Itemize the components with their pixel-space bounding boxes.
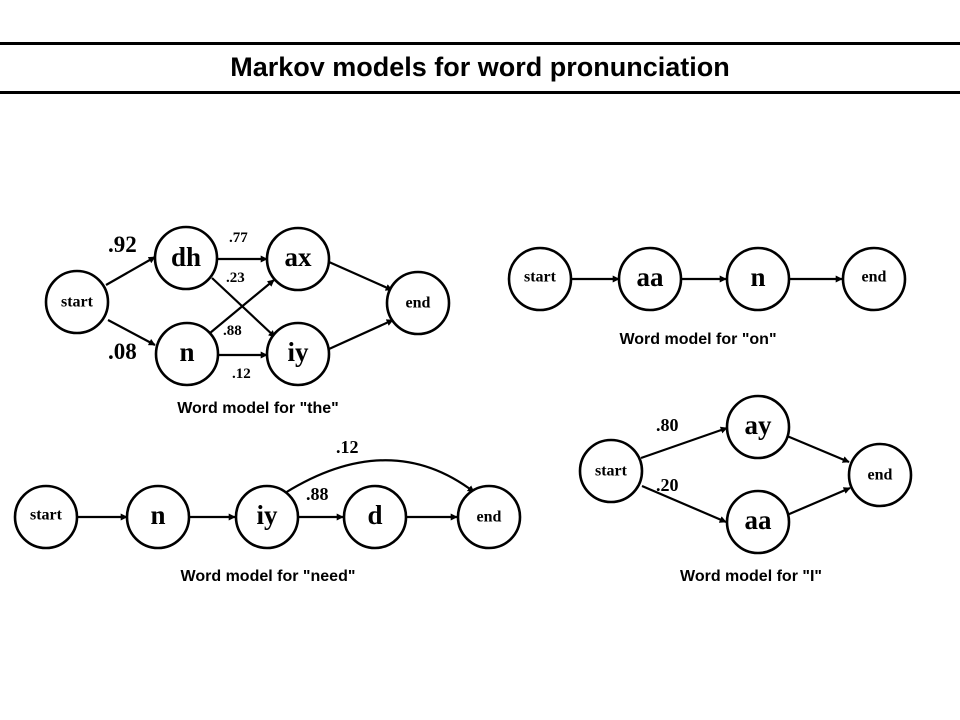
node-I-end: end <box>847 442 913 508</box>
node-label: end <box>406 295 431 312</box>
prob-the-start-dh: .92 <box>108 232 137 257</box>
node-label: d <box>367 500 382 530</box>
prob-the-start-n: .08 <box>108 339 137 364</box>
node-on-end: end <box>841 246 907 312</box>
node-need-d: d <box>342 484 408 550</box>
node-on-aa: aa <box>617 246 683 312</box>
node-label: end <box>862 269 887 286</box>
prob-the-dh-iy: .23 <box>226 270 245 286</box>
prob-need-iy-d: .88 <box>306 484 329 504</box>
node-need-start: start <box>13 484 79 550</box>
node-the-ax: ax <box>265 226 331 292</box>
node-the-end: end <box>385 270 451 336</box>
node-the-iy: iy <box>265 321 331 387</box>
node-label: start <box>524 269 557 286</box>
edge-the-iy-end <box>328 318 394 351</box>
node-label: n <box>179 337 194 367</box>
node-label: start <box>61 294 94 311</box>
node-label: aa <box>745 505 773 535</box>
prob-the-n-ax: .88 <box>223 323 242 339</box>
caption-need: Word model for "need" <box>181 568 356 585</box>
edge-I-start-aa <box>641 484 727 524</box>
node-the-dh: dh <box>153 225 219 291</box>
edge-the-ax-end <box>328 260 393 292</box>
node-label: ay <box>745 410 773 440</box>
node-label: start <box>30 507 63 524</box>
node-label: aa <box>637 262 665 292</box>
edge-I-aa-end <box>786 486 851 517</box>
model-I: start ay aa end .80 .20 Word model for "… <box>578 394 913 585</box>
node-label: iy <box>287 337 309 367</box>
node-label: start <box>595 463 628 480</box>
node-label: n <box>750 262 765 292</box>
caption-I: Word model for "I" <box>680 568 822 585</box>
prob-I-start-aa: .20 <box>656 475 679 495</box>
node-label: end <box>477 509 502 526</box>
prob-the-dh-ax: .77 <box>229 230 248 246</box>
edge-the-n-ax <box>209 279 275 334</box>
node-label: dh <box>171 242 201 272</box>
edge-need-iy-end <box>284 459 475 494</box>
edge-I-start-ay <box>640 426 728 460</box>
node-I-aa: aa <box>725 489 791 555</box>
page-title: Markov models for word pronunciation <box>230 52 730 82</box>
title-underline <box>0 91 960 94</box>
node-need-n: n <box>125 484 191 550</box>
prob-the-n-iy: .12 <box>232 366 251 382</box>
node-label: n <box>150 500 165 530</box>
node-label: ax <box>285 242 313 272</box>
node-the-n: n <box>154 321 220 387</box>
node-on-n: n <box>725 246 791 312</box>
edge-the-dh-iy <box>211 277 276 338</box>
edge-I-ay-end <box>786 434 850 464</box>
caption-the: Word model for "the" <box>177 400 339 417</box>
model-on: start aa n end Word model for "on" <box>507 246 907 348</box>
prob-I-start-ay: .80 <box>656 415 679 435</box>
node-label: iy <box>256 500 278 530</box>
node-I-ay: ay <box>725 394 791 460</box>
node-I-start: start <box>578 438 644 504</box>
node-the-start: start <box>44 269 110 335</box>
edge-the-start-dh <box>105 256 156 286</box>
node-on-start: start <box>507 246 573 312</box>
top-rule <box>0 42 960 45</box>
prob-need-iy-end: .12 <box>336 437 359 457</box>
caption-on: Word model for "on" <box>619 331 776 348</box>
edge-the-start-n <box>107 319 156 346</box>
node-need-iy: iy <box>234 484 300 550</box>
node-label: end <box>868 467 893 484</box>
model-need: start n iy d end .12 .88 Word model for … <box>13 437 522 585</box>
model-the: start dh n ax iy end .92 .08 .77 .23 .88… <box>44 225 451 417</box>
node-need-end: end <box>456 484 522 550</box>
